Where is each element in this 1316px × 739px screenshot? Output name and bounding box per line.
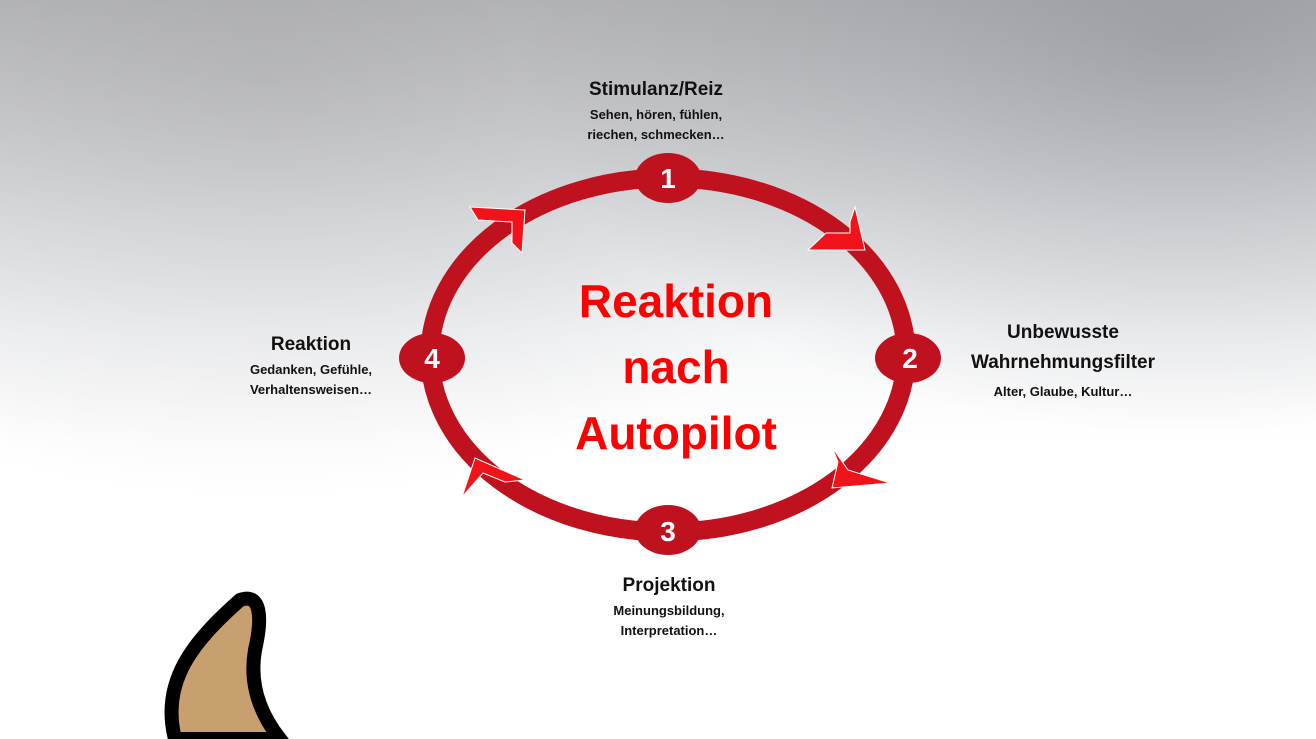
- arrow-2-to-3: [831, 446, 891, 489]
- step-2-title-2: Wahrnehmungsfilter: [970, 352, 1156, 373]
- step-2-desc-1: Alter, Glaube, Kultur…: [993, 384, 1133, 399]
- arrow-1-to-2: [806, 205, 866, 251]
- step-3-desc-2: Interpretation…: [620, 623, 718, 638]
- center-line-1: Reaktion: [578, 275, 774, 327]
- badge-4-number: 4: [424, 343, 440, 374]
- step-2-title-1: Unbewusste: [1007, 322, 1119, 343]
- center-line-2: nach: [622, 341, 730, 393]
- step-1-desc-1: Sehen, hören, fühlen,: [589, 107, 723, 122]
- step-3-desc-1: Meinungsbildung,: [613, 603, 725, 618]
- arrow-3-to-4: [461, 457, 527, 498]
- center-title: Reaktion nach Autopilot: [575, 268, 777, 466]
- badge-3: [635, 505, 701, 555]
- badge-1: [635, 153, 701, 203]
- badge-4: [399, 333, 465, 383]
- badge-3-number: 3: [660, 516, 676, 547]
- step-3-label: Projektion Meinungsbildung, Interpretati…: [613, 571, 724, 641]
- step-3-title: Projektion: [622, 575, 716, 596]
- step-1-label: Stimulanz/Reiz Sehen, hören, fühlen, rie…: [587, 75, 724, 145]
- cartoon-ear-illustration: [164, 591, 289, 739]
- arrow-4-to-1: [469, 206, 526, 255]
- step-4-desc-1: Gedanken, Gefühle,: [249, 362, 373, 377]
- step-2-label: Unbewusste Wahrnehmungsfilter Alter, Gla…: [971, 318, 1155, 402]
- step-4-desc-2: Verhaltensweisen…: [249, 382, 373, 397]
- step-4-title: Reaktion: [270, 334, 352, 355]
- step-1-title: Stimulanz/Reiz: [588, 79, 724, 100]
- badge-2: [875, 333, 941, 383]
- center-line-3: Autopilot: [575, 407, 777, 459]
- step-1-desc-2: riechen, schmecken…: [587, 127, 725, 142]
- step-4-label: Reaktion Gedanken, Gefühle, Verhaltenswe…: [250, 330, 372, 400]
- badge-2-number: 2: [902, 343, 918, 374]
- badge-1-number: 1: [660, 163, 676, 194]
